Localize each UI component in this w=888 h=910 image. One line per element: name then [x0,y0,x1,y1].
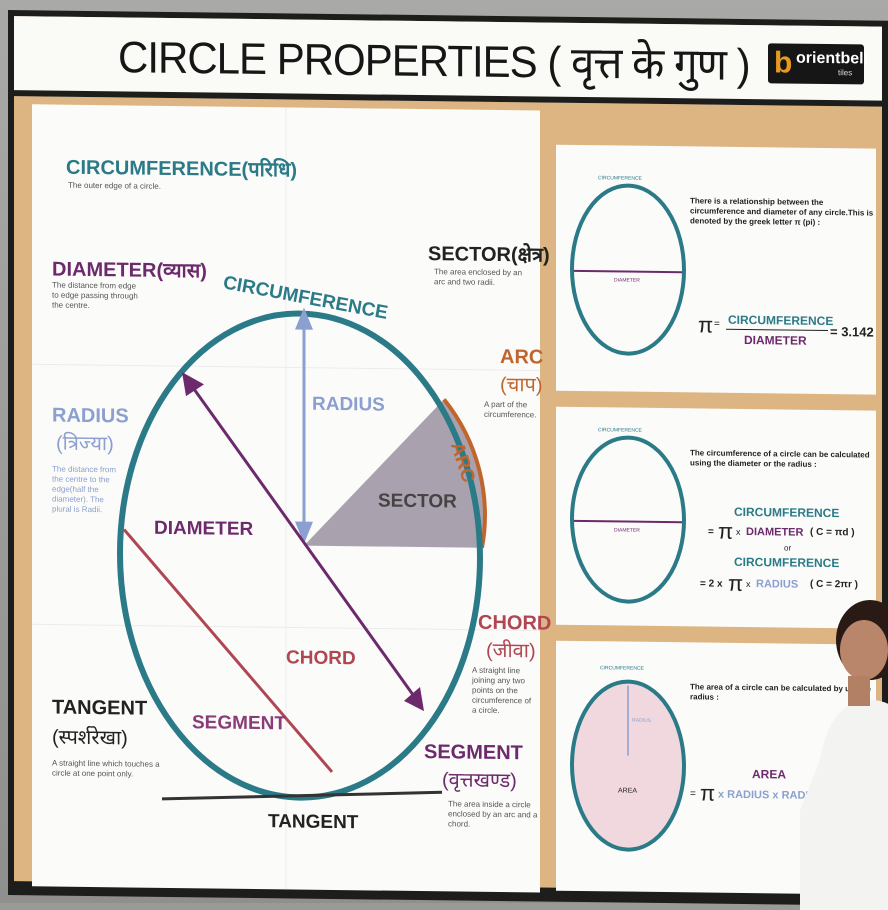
area-equals: = [690,788,696,800]
radius-hindi: (त्रिज्या) [56,432,114,456]
diagram-diameter-label: DIAMETER [154,517,254,540]
sector-area [304,399,485,548]
diameter-desc: The distance from edge to edge passing t… [52,280,138,310]
pi-description: There is a relationship between the circ… [690,196,874,227]
formula1-equals: = [708,526,714,538]
area-circle-radius: RADIUS [632,717,651,724]
pi-equals: = [714,318,720,330]
tangent-line [161,790,443,801]
pi-circle-circumference: CIRCUMFERENCE [598,175,642,182]
pi-circle-diameter: DIAMETER [614,277,640,284]
circ-circle-diameter: DIAMETER [614,527,640,534]
formula1-pi: π [718,518,734,544]
logo-text: orientbell [796,49,869,68]
chord-line [122,528,334,773]
circ-circle-circumference: CIRCUMFERENCE [598,427,642,434]
segment-hindi: (वृत्तखण्ड) [442,769,517,793]
chord-desc: A straight line joining any two points o… [472,665,532,716]
diagram-sector-label: SECTOR [378,490,457,513]
pi-fraction-line [726,328,828,332]
pi-denominator: DIAMETER [744,332,807,348]
diagram-radius-label: RADIUS [312,393,385,416]
circumference-circle [570,435,686,604]
formula2-lhs: CIRCUMFERENCE [734,554,840,571]
poster-frame: CIRCLE PROPERTIES ( वृत्त के गुण ) b ori… [8,10,888,906]
chord-hindi: (जीवा) [486,639,536,663]
diagram-segment-label: SEGMENT [192,712,286,735]
formula2-times: x [746,579,751,590]
pi-value: = 3.142 [830,324,874,340]
area-lhs: AREA [752,767,787,782]
diameter-title: DIAMETER(व्यास) [52,258,207,283]
arc-desc: A part of the circumference. [484,399,537,420]
chord-title: CHORD [478,611,552,635]
arc-line [442,398,487,549]
formula1-short: ( C = πd ) [810,526,855,539]
title-bar: CIRCLE PROPERTIES ( वृत्त के गुण ) b ori… [14,16,882,107]
pi-circle [570,183,686,356]
sector-desc: The area enclosed by an arc and two radi… [434,267,523,287]
formula-or: or [784,543,792,553]
tangent-desc: A straight line which touches a circle a… [52,758,160,779]
circumference-formula-panel: CIRCUMFERENCE DIAMETER The circumference… [556,406,876,629]
poster-board: CIRCLE PROPERTIES ( वृत्त के गुण ) b ori… [14,16,882,895]
tangent-title: TANGENT [52,696,148,720]
sector-title: SECTOR(क्षेत्र) [428,243,550,267]
girl-figure [800,600,888,910]
diameter-arrow-bottom-icon [404,687,424,712]
formula1-lhs: CIRCUMFERENCE [734,504,840,521]
area-circle-circumference: CIRCUMFERENCE [600,665,644,672]
formula2-short: ( C = 2πr ) [810,578,858,591]
pi-numerator: CIRCUMFERENCE [728,312,834,329]
arc-title: ARC [500,346,544,369]
area-circle [570,679,686,852]
circle-diagram [32,107,540,890]
formula1-diameter: DIAMETER [746,526,804,539]
radius-desc: The distance from the centre to the edge… [52,464,117,515]
circumference-description: The circumference of a circle can be cal… [690,448,870,469]
segment-title: SEGMENT [424,741,523,765]
tangent-hindi: (स्पर्शरेखा) [52,726,128,750]
area-formula-panel: CIRCUMFERENCE RADIUS AREA The area of a … [556,640,876,895]
diameter-line [190,385,418,700]
formula2-prefix: = 2 x [700,578,723,590]
definitions-panel: CIRCUMFERENCE(परिधि) The outer edge of a… [32,104,551,893]
logo-b-icon: b [774,46,793,80]
radius-title: RADIUS [52,404,129,428]
logo-subtext: tiles [838,68,853,78]
circumference-title: CIRCUMFERENCE(परिधि) [66,156,298,182]
poster-title: CIRCLE PROPERTIES ( वृत्त के गुण ) [118,32,750,90]
area-pi: π [700,780,716,806]
pi-symbol: π [698,312,714,338]
formula2-pi: π [728,570,744,596]
diagram-chord-label: CHORD [286,647,356,670]
diameter-arrow-top-icon [182,372,204,397]
diagram-tangent-label: TANGENT [268,811,359,834]
area-circle-area: AREA [618,787,638,795]
pi-relationship-panel: CIRCUMFERENCE DIAMETER There is a relati… [556,144,876,395]
arc-hindi: (चाप) [500,374,543,397]
segment-desc: The area inside a circle enclosed by an … [448,799,538,829]
formula2-radius: RADIUS [756,578,799,591]
radius-arrow-bottom-icon [295,521,313,544]
brand-logo: b orientbell tiles [768,43,868,85]
radius-arrow-top-icon [295,307,313,330]
formula1-times: x [736,526,741,537]
main-circle [117,310,483,801]
